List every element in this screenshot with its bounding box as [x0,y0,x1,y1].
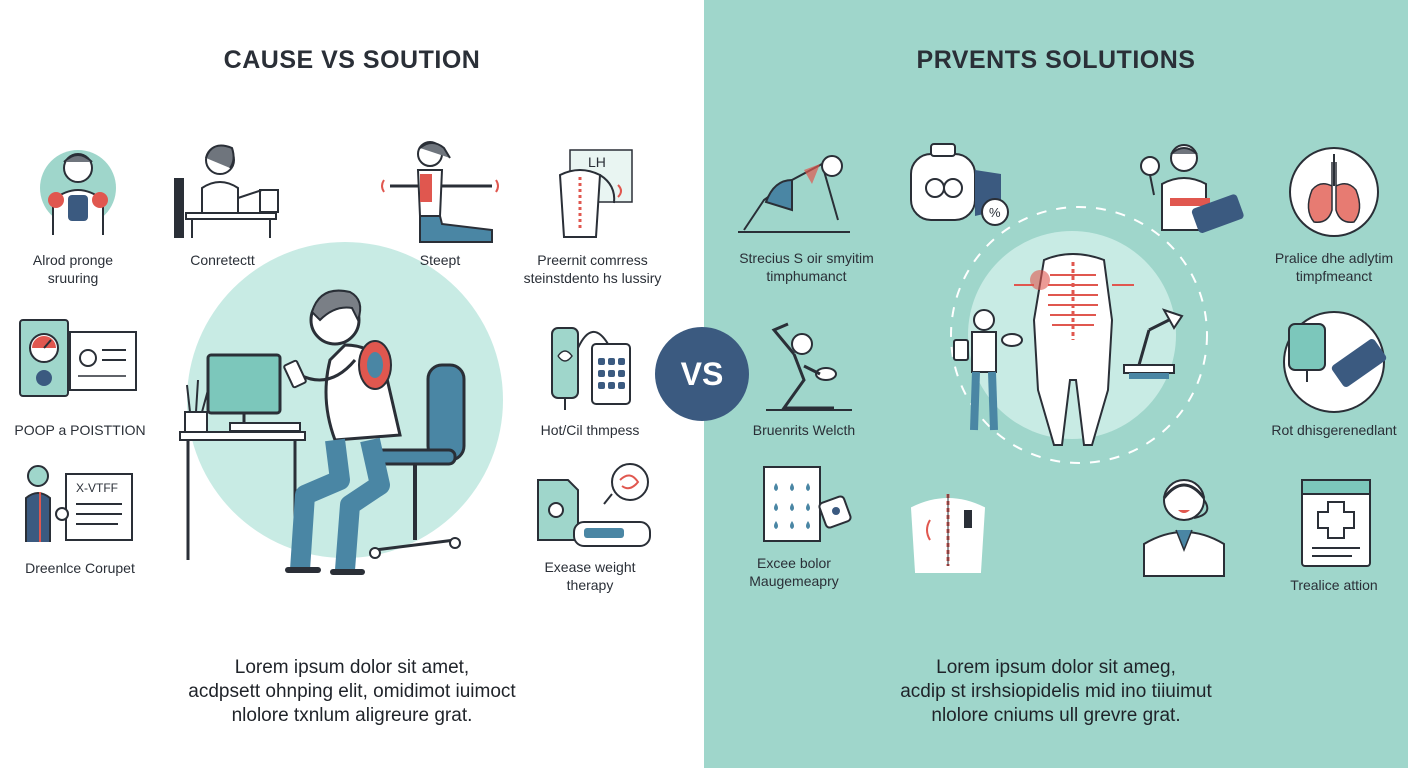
left-body-text: Lorem ipsum dolor sit amet, acdpsett ohn… [188,657,516,726]
weight-therapy-icon [537,463,651,547]
computer-user-icon [174,144,279,238]
svg-text:X-VTFF: X-VTFF [76,481,118,495]
medical-device-icon: % [910,143,1009,226]
label-practice: Pralice dhe adlytim timpfmeanct [1274,250,1394,284]
label-hot-cold: Hot/Cil thmpess [540,422,640,438]
doctor-headset-icon [1143,479,1225,577]
spine-anatomy-illustration [950,206,1208,464]
left-title: CAUSE VS SOUTION [223,46,481,74]
label-poor-position: POOP a POISTTION [14,422,146,438]
lungs-icon [1289,147,1379,237]
document-figure-icon: X-VTFF [25,465,133,542]
vs-badge: VS [655,327,749,421]
back-pain-icon: LH [558,149,633,238]
left-panel: CAUSE VS SOUTION [14,46,662,726]
yoga-pose-icon [738,155,850,233]
label-computer: Conretectt [190,252,255,268]
label-shoulder: Alrod pronge sruuring [32,252,114,286]
label-yoga: Strecius S oir smyitim timphumanct [739,250,874,284]
label-weight: Bruenrits Welcth [752,422,856,438]
label-stretch: Steept [419,252,461,268]
label-treatment: Trealice attion [1290,577,1378,593]
woman-at-computer-illustration [179,242,503,575]
weight-exercise-icon [766,322,852,411]
monitor-device-icon [1283,311,1387,413]
hot-cold-compress-icon [551,327,631,410]
right-body-text: Lorem ipsum dolor sit ameg, acdip st irs… [900,657,1212,726]
svg-text:%: % [989,205,1001,220]
svg-text:LH: LH [588,154,606,170]
stretching-woman-icon [381,141,499,243]
label-device: Rot dhisgerenedlant [1271,422,1397,438]
shoulder-pain-icon [40,150,116,235]
right-panel: PRVENTS SOLUTIONS [704,0,1408,768]
label-excess: Excee bolor Maugemeapry [749,555,839,589]
label-document: Dreenlce Corupet [25,560,135,576]
right-title: PRVENTS SOLUTIONS [916,46,1196,74]
label-excase: Exease weight therapy [544,559,636,593]
medical-clipboard-icon [1301,479,1371,567]
label-back: Preernit comrress steinstdento hs lussir… [523,252,662,286]
posture-gauge-icon [19,319,137,397]
back-torso-icon [910,494,986,573]
patient-medication-icon [1140,144,1244,233]
drops-chart-icon [763,466,852,542]
